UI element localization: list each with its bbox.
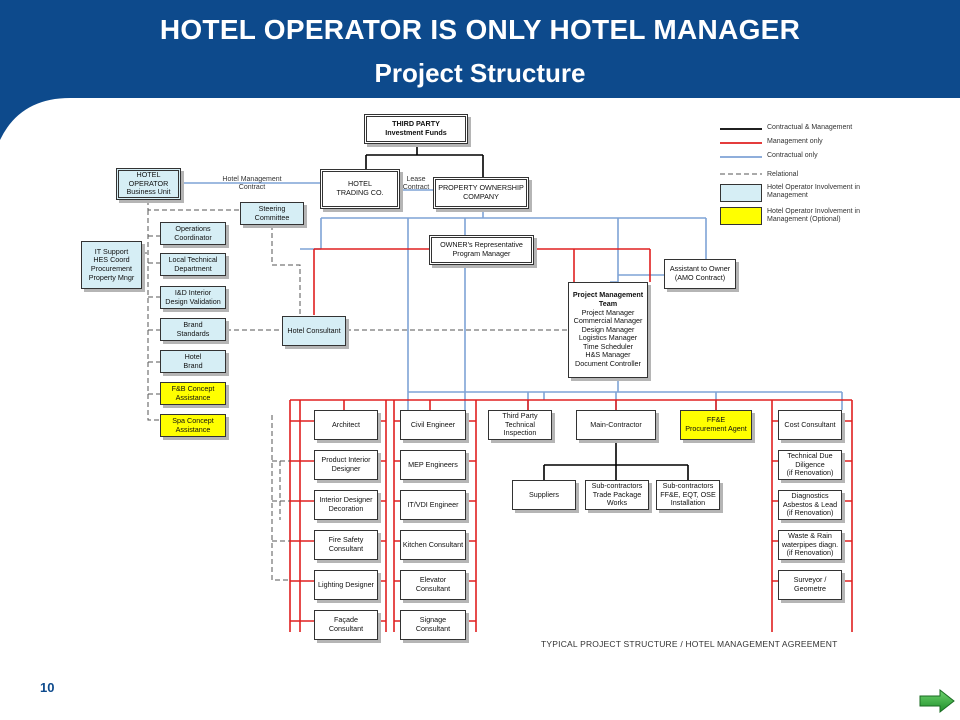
legend-contractual-only: Contractual only [767, 152, 818, 159]
node-subcontractors-trade: Sub-contractors Trade Package Works [585, 480, 649, 510]
node-architect: Architect [314, 410, 378, 440]
next-arrow-icon [919, 688, 955, 714]
legend-contractual-management: Contractual & Management [767, 124, 853, 131]
legend-swatch-optional [720, 207, 762, 225]
node-signage: Signage Consultant [400, 610, 466, 640]
node-surveyor: Surveyor / Geometre [778, 570, 842, 600]
node-pm-team: Project Management Team Project Manager … [568, 282, 648, 378]
node-hotel-operator: HOTEL OPERATOR Business Unit [116, 168, 181, 200]
node-interior-designer: Interior Designer Decoration [314, 490, 378, 520]
node-property-company: PROPERTY OWNERSHIP COMPANY [433, 177, 529, 209]
node-main-contractor: Main-Contractor [576, 410, 656, 440]
legend-management-only: Management only [767, 138, 823, 145]
node-steering-committee: Steering Committee [240, 202, 304, 225]
legend-swatch-involvement [720, 184, 762, 202]
node-elevator: Elevator Consultant [400, 570, 466, 600]
node-diagnostics: Diagnostics Asbestos & Lead (if Renovati… [778, 490, 842, 520]
page-subtitle: Project Structure [374, 58, 586, 88]
node-operations-coordinator: Operations Coordinator [160, 222, 226, 245]
legend-relational: Relational [767, 171, 799, 178]
page-title: HOTEL OPERATOR IS ONLY HOTEL MANAGER [159, 14, 801, 45]
legend-involvement-optional: Hotel Operator Involvement in Management… [767, 208, 860, 223]
node-third-party-funds: THIRD PARTY Investment Funds [364, 114, 468, 144]
node-waste-water: Waste & Rain waterpipes diagn. (if Renov… [778, 530, 842, 560]
node-mep: MEP Engineers [400, 450, 466, 480]
header-band: HOTEL OPERATOR IS ONLY HOTEL MANAGER Pro… [0, 0, 960, 140]
next-slide-button[interactable] [918, 688, 956, 714]
diagram-caption: TYPICAL PROJECT STRUCTURE / HOTEL MANAGE… [541, 639, 838, 649]
node-third-party-inspection: Third Party Technical Inspection [488, 410, 552, 440]
node-cost-consultant: Cost Consultant [778, 410, 842, 440]
node-it-support: IT Support HES Coord Procurement Propert… [81, 241, 142, 289]
node-fb-concept: F&B Concept Assistance [160, 382, 226, 405]
node-ffe-agent: FF&E Procurement Agent [680, 410, 752, 440]
node-assistant-to-owner: Assistant to Owner (AMO Contract) [664, 259, 736, 289]
node-lighting: Lighting Designer [314, 570, 378, 600]
node-owners-representative: OWNER's Representative Program Manager [429, 235, 534, 265]
node-technical-due-diligence: Technical Due Diligence (if Renovation) [778, 450, 842, 480]
pm-team-members: Project Manager Commercial Manager Desig… [573, 307, 643, 369]
page-number: 10 [40, 680, 55, 695]
pm-team-title: Project Management Team [572, 290, 644, 308]
node-brand-standards: Brand Standards [160, 318, 226, 341]
legend-involvement: Hotel Operator Involvement in Management [767, 184, 860, 199]
node-spa-concept: Spa Concept Assistance [160, 414, 226, 437]
node-kitchen: Kitchen Consultant [400, 530, 466, 560]
node-id-interior: I&D Interior Design Validation [160, 286, 226, 309]
label-hotel-mgmt-contract: Hotel Management Contract [222, 176, 282, 191]
node-it-vdi: IT/VDI Engineer [400, 490, 466, 520]
node-subcontractors-ffe: Sub-contractors FF&E, EQT, OSE Installat… [656, 480, 720, 510]
node-facade: Façade Consultant [314, 610, 378, 640]
label-lease-contract: Lease Contract [402, 176, 430, 191]
header-background [0, 0, 960, 140]
node-local-technical: Local Technical Department [160, 253, 226, 276]
node-hotel-brand: Hotel Brand [160, 350, 226, 373]
node-hotel-consultant: Hotel Consultant [282, 316, 346, 346]
node-suppliers: Suppliers [512, 480, 576, 510]
node-civil-engineer: Civil Engineer [400, 410, 466, 440]
node-fire-safety: Fire Safety Consultant [314, 530, 378, 560]
node-product-interior: Product Interior Designer [314, 450, 378, 480]
node-hotel-trading: HOTEL TRADING CO. [320, 169, 400, 209]
